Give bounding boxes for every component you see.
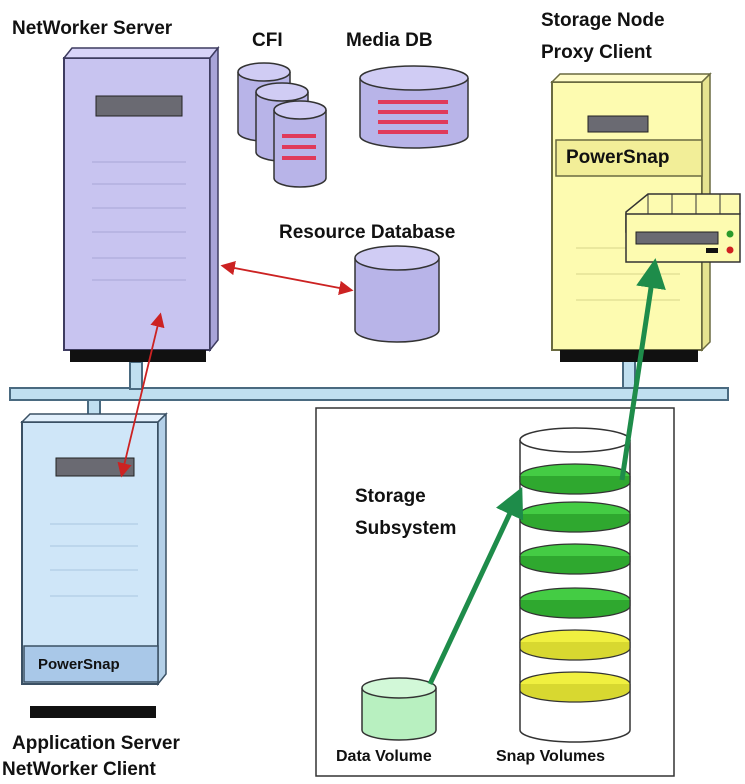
networker-server-label: NetWorker Server (12, 18, 173, 39)
snap-volumes-stack (519, 427, 631, 743)
server-drive-slot (95, 95, 183, 117)
proxy-client-label: Proxy Client (541, 42, 652, 63)
tape-slot (635, 231, 719, 245)
app-server-base (30, 706, 156, 718)
tape-drive-icon (625, 193, 741, 263)
resource-database-icon (354, 245, 440, 343)
server-resource-db-arrow (220, 260, 354, 296)
cfi-label: CFI (252, 30, 283, 51)
storage-node-drive-slot (587, 115, 649, 133)
resource-database-label: Resource Database (279, 222, 456, 243)
cfi-database-icon (237, 62, 327, 188)
storage-powersnap-band (555, 139, 703, 177)
networker-client-label: NetWorker Client (2, 759, 156, 780)
storage-node-base (560, 350, 698, 362)
storage-label: Storage (355, 486, 426, 507)
server-base (70, 350, 206, 362)
media-db-icon (359, 65, 469, 149)
server-app-arrow (117, 312, 165, 478)
storage-node-label: Storage Node (541, 10, 665, 31)
networker-server-tower (62, 45, 220, 362)
subsystem-label: Subsystem (355, 518, 457, 539)
storage-node-network-link (622, 359, 636, 389)
snap-to-tape-arrow (619, 258, 666, 481)
data-volume-icon (361, 677, 437, 741)
storage-powersnap-label: PowerSnap (566, 147, 670, 168)
snap-volumes-label: Snap Volumes (496, 748, 606, 765)
app-powersnap-band (23, 645, 159, 683)
server-network-link (129, 361, 143, 390)
data-to-snap-arrow (427, 486, 524, 686)
storage-subsystem-frame (315, 407, 675, 777)
app-powersnap-label: PowerSnap (38, 656, 120, 673)
media-db-label: Media DB (346, 30, 433, 51)
application-server-label: Application Server (12, 733, 180, 754)
network-bus (9, 359, 729, 423)
data-volume-label: Data Volume (336, 748, 432, 765)
